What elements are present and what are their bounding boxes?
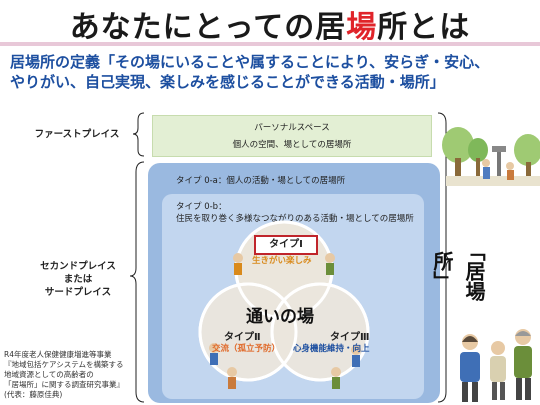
definition-line-1: 居場所の定義「その場にいることや属することにより、安らぎ・安心、 [10,53,490,71]
personal-space-title: パーソナルスペース [254,123,330,133]
personal-space-desc: 個人の空間、場としての居場所 [232,140,352,150]
type-3-label: タイプⅢ [330,332,370,343]
or-line: または [63,274,93,285]
title-suffix: 所とは [377,10,471,45]
credit-line-1: R4年度老人保健健康増進等事業 [4,350,112,359]
park-illustration [442,127,540,186]
page-title: あなたにとっての居場所とは [0,2,540,46]
type-0b-line-2: 住民を取り巻く多様なつながりのある活動・場としての居場所 [176,214,414,224]
credit-line-2: 『地域包括ケアシステムを構築する [4,360,124,369]
credit-note: R4年度老人保健健康増進等事業 『地域包括ケアシステムを構築する 地域資源として… [4,350,154,400]
right-label-ibasho: 「居場所」 [430,241,486,301]
definition-line-2: やりがい、自己実現、楽しみを感じることができる活動・場所」 [10,73,445,91]
right-bracket [437,112,453,403]
left-bracket-first [132,112,145,157]
type-0a-label: タイプ 0-a：個人の活動・場としての居場所 [176,176,346,186]
people-illustration [460,329,532,402]
venn-people [209,253,361,389]
credit-line-3: 地域資源としての高齢者の [4,370,94,379]
second-third-place-label: セカンドプレイス または サードプレイス [30,260,126,299]
credit-line-4: 「居場所」に関する調査研究事業』 [4,380,124,389]
first-place-label: ファーストプレイス [34,129,120,140]
type-2-desc: 交流（孤立予防） [212,344,281,354]
left-bracket-second [129,161,145,403]
type-0b-line-1: タイプ 0-b： [176,202,227,212]
personal-space-box: パーソナルスペース 個人の空間、場としての居場所 [152,115,432,157]
type-1-label: タイプⅠ [254,235,318,255]
type-1-desc: 生きがい楽しみ [252,256,312,266]
center-label: 通いの場 [246,307,314,327]
title-prefix: あなたにとっての居 [69,10,347,45]
title-bar: あなたにとっての居場所とは [0,0,540,45]
second-place-line: セカンドプレイス [40,261,116,272]
title-highlight: 場 [346,10,378,45]
title-underline [0,42,540,46]
third-place-line: サードプレイス [44,287,112,298]
type-2-label: タイプⅡ [224,332,261,343]
definition-text: 居場所の定義「その場にいることや属することにより、安らぎ・安心、 やりがい、自己… [10,52,535,92]
credit-line-5: (代表：藤原佳典) [4,390,63,399]
type-3-desc: 心身機能維持・向上 [293,344,370,354]
